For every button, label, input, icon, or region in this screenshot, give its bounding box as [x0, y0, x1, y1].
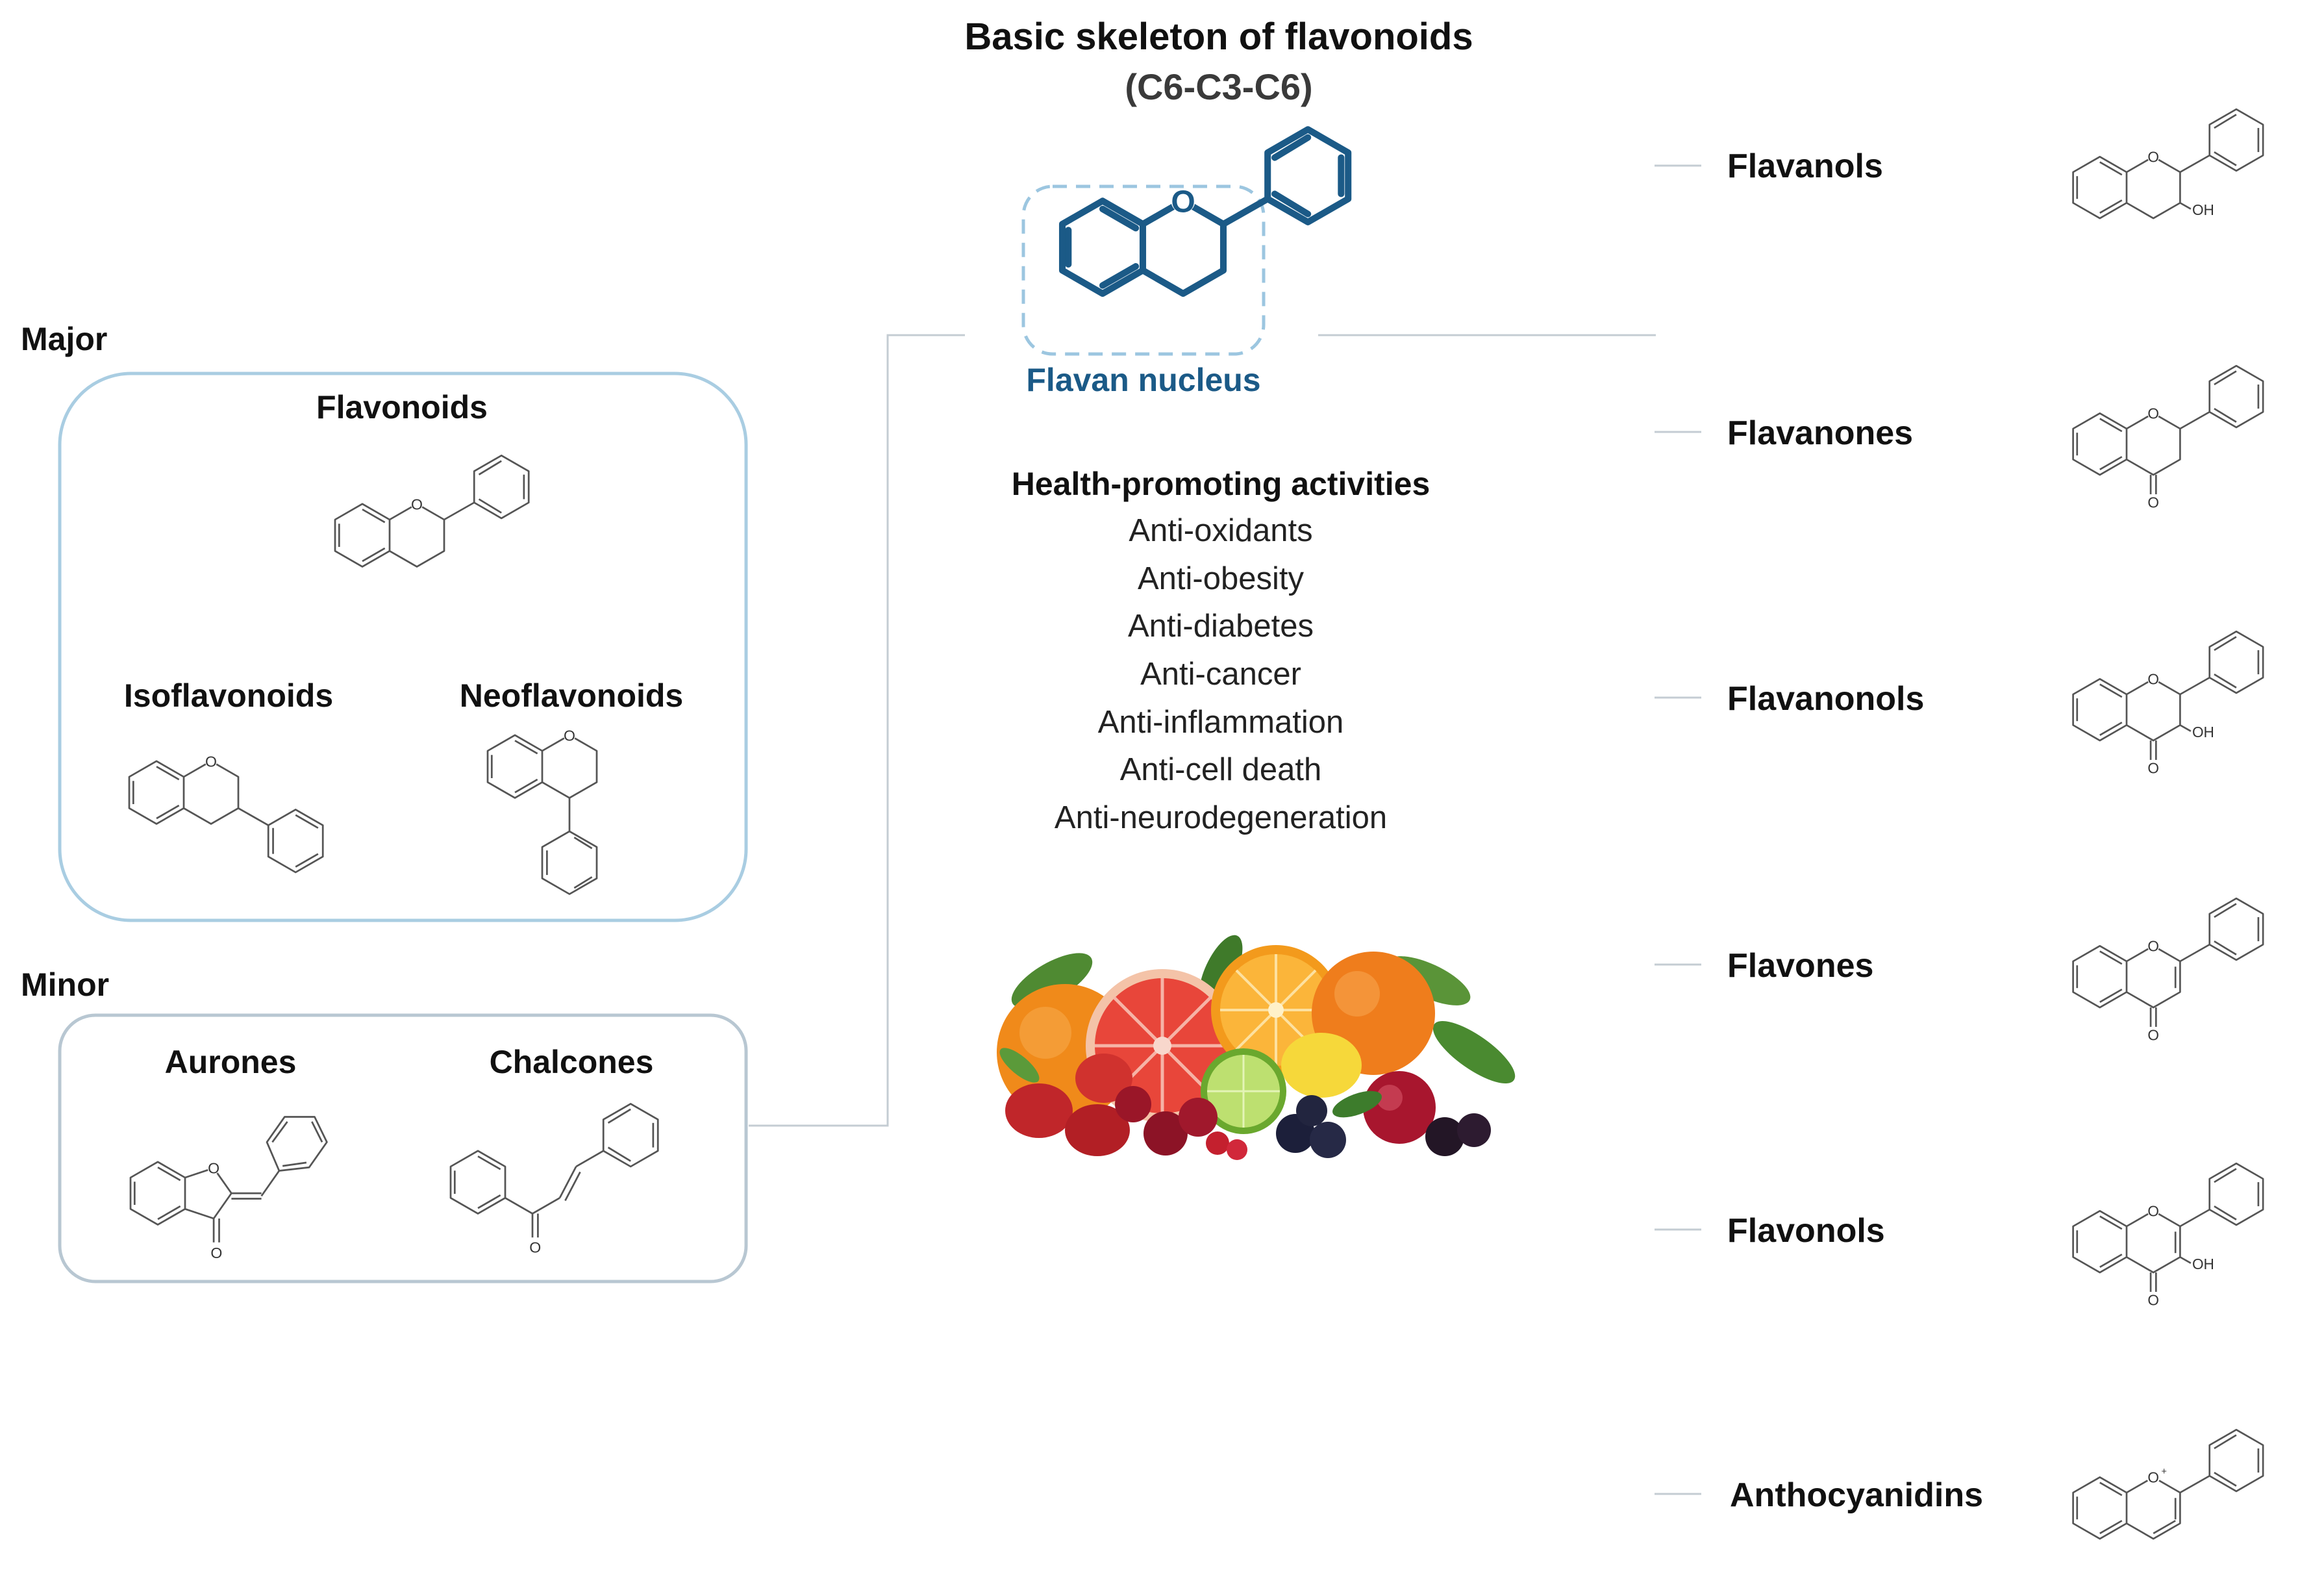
health-activity-item: Anti-cancer [1140, 657, 1301, 692]
aurones-label: Aurones [164, 1044, 297, 1080]
major-group-label: Major [21, 321, 108, 357]
aurone-structure-icon: O O [129, 1116, 328, 1261]
flavan-nucleus-structure-icon: O [1058, 126, 1352, 297]
page-title: Basic skeleton of flavonoids [964, 16, 1473, 58]
health-activity-item: Anti-oxidants [1129, 513, 1313, 548]
class-label-flavonols: Flavonols [1727, 1212, 1885, 1250]
health-activities-title: Health-promoting activities [1011, 466, 1431, 502]
minor-group-label: Minor [21, 966, 110, 1003]
svg-text:O: O [2147, 1027, 2159, 1044]
svg-text:O: O [208, 1160, 219, 1177]
class-label-flavanonols: Flavanonols [1727, 680, 1925, 718]
minor-group-box [58, 1013, 748, 1283]
svg-text:O: O [2147, 1203, 2159, 1220]
svg-text:O: O [564, 727, 575, 744]
svg-text:O: O [411, 496, 423, 512]
health-activity-item: Anti-diabetes [1127, 609, 1314, 644]
class-label-flavanols: Flavanols [1727, 147, 1883, 185]
isoflavonoids-label: Isoflavonoids [123, 677, 334, 714]
svg-text:O: O [529, 1239, 541, 1256]
svg-text:OH: OH [2192, 1256, 2214, 1272]
chalcones-label: Chalcones [489, 1044, 654, 1080]
svg-text:+: + [2162, 1467, 2167, 1477]
anthocyanidin-structure-icon: O + [2072, 1428, 2264, 1540]
svg-text:O: O [2147, 1469, 2159, 1486]
class-label-anthocyanidins: Anthocyanidins [1730, 1476, 1984, 1514]
svg-text:O: O [2147, 405, 2159, 422]
svg-text:OH: OH [2192, 201, 2214, 218]
isoflavonoid-structure-icon: O [128, 753, 324, 874]
flavonol-structure-icon: O O OH [2072, 1162, 2264, 1309]
page-subtitle: (C6-C3-C6) [1125, 66, 1313, 107]
flavonoid-core-structure-icon: O [334, 454, 530, 568]
svg-text:O: O [210, 1244, 222, 1261]
minor-to-nucleus-connector [749, 334, 965, 1127]
svg-text:O: O [1171, 184, 1195, 219]
flavanol-structure-icon: O OH [2072, 108, 2264, 220]
connector-lines [749, 164, 1701, 1495]
fruit-and-berries-illustration-icon [997, 935, 1516, 1160]
health-activity-item: Anti-cell death [1119, 752, 1322, 787]
flavonoids-label: Flavonoids [316, 389, 488, 425]
svg-text:O: O [205, 753, 217, 770]
neoflavonoids-label: Neoflavonoids [459, 677, 684, 714]
health-activity-item: Anti-obesity [1137, 561, 1305, 596]
class-label-flavanones: Flavanones [1727, 414, 1914, 452]
major-group-box [58, 372, 748, 922]
chalcone-structure-icon: O [449, 1103, 659, 1256]
health-activity-item: Anti-neurodegeneration [1054, 800, 1388, 835]
svg-text:O: O [2147, 938, 2159, 955]
flavone-structure-icon: O O [2072, 897, 2264, 1044]
svg-text:O: O [2147, 1292, 2159, 1309]
flavan-nucleus-label: Flavan nucleus [1026, 362, 1261, 398]
health-activity-item: Anti-inflammation [1097, 705, 1344, 740]
class-label-flavones: Flavones [1727, 947, 1874, 985]
svg-text:O: O [2147, 494, 2159, 511]
svg-text:OH: OH [2192, 724, 2214, 740]
flavanone-structure-icon: O O [2072, 364, 2264, 511]
nucleus-highlight-box [1021, 184, 1266, 356]
flavanonol-structure-icon: O O OH [2072, 630, 2264, 777]
svg-text:O: O [2147, 149, 2159, 166]
svg-text:O: O [2147, 671, 2159, 688]
svg-text:O: O [2147, 760, 2159, 777]
neoflavonoid-structure-icon: O [486, 727, 598, 895]
